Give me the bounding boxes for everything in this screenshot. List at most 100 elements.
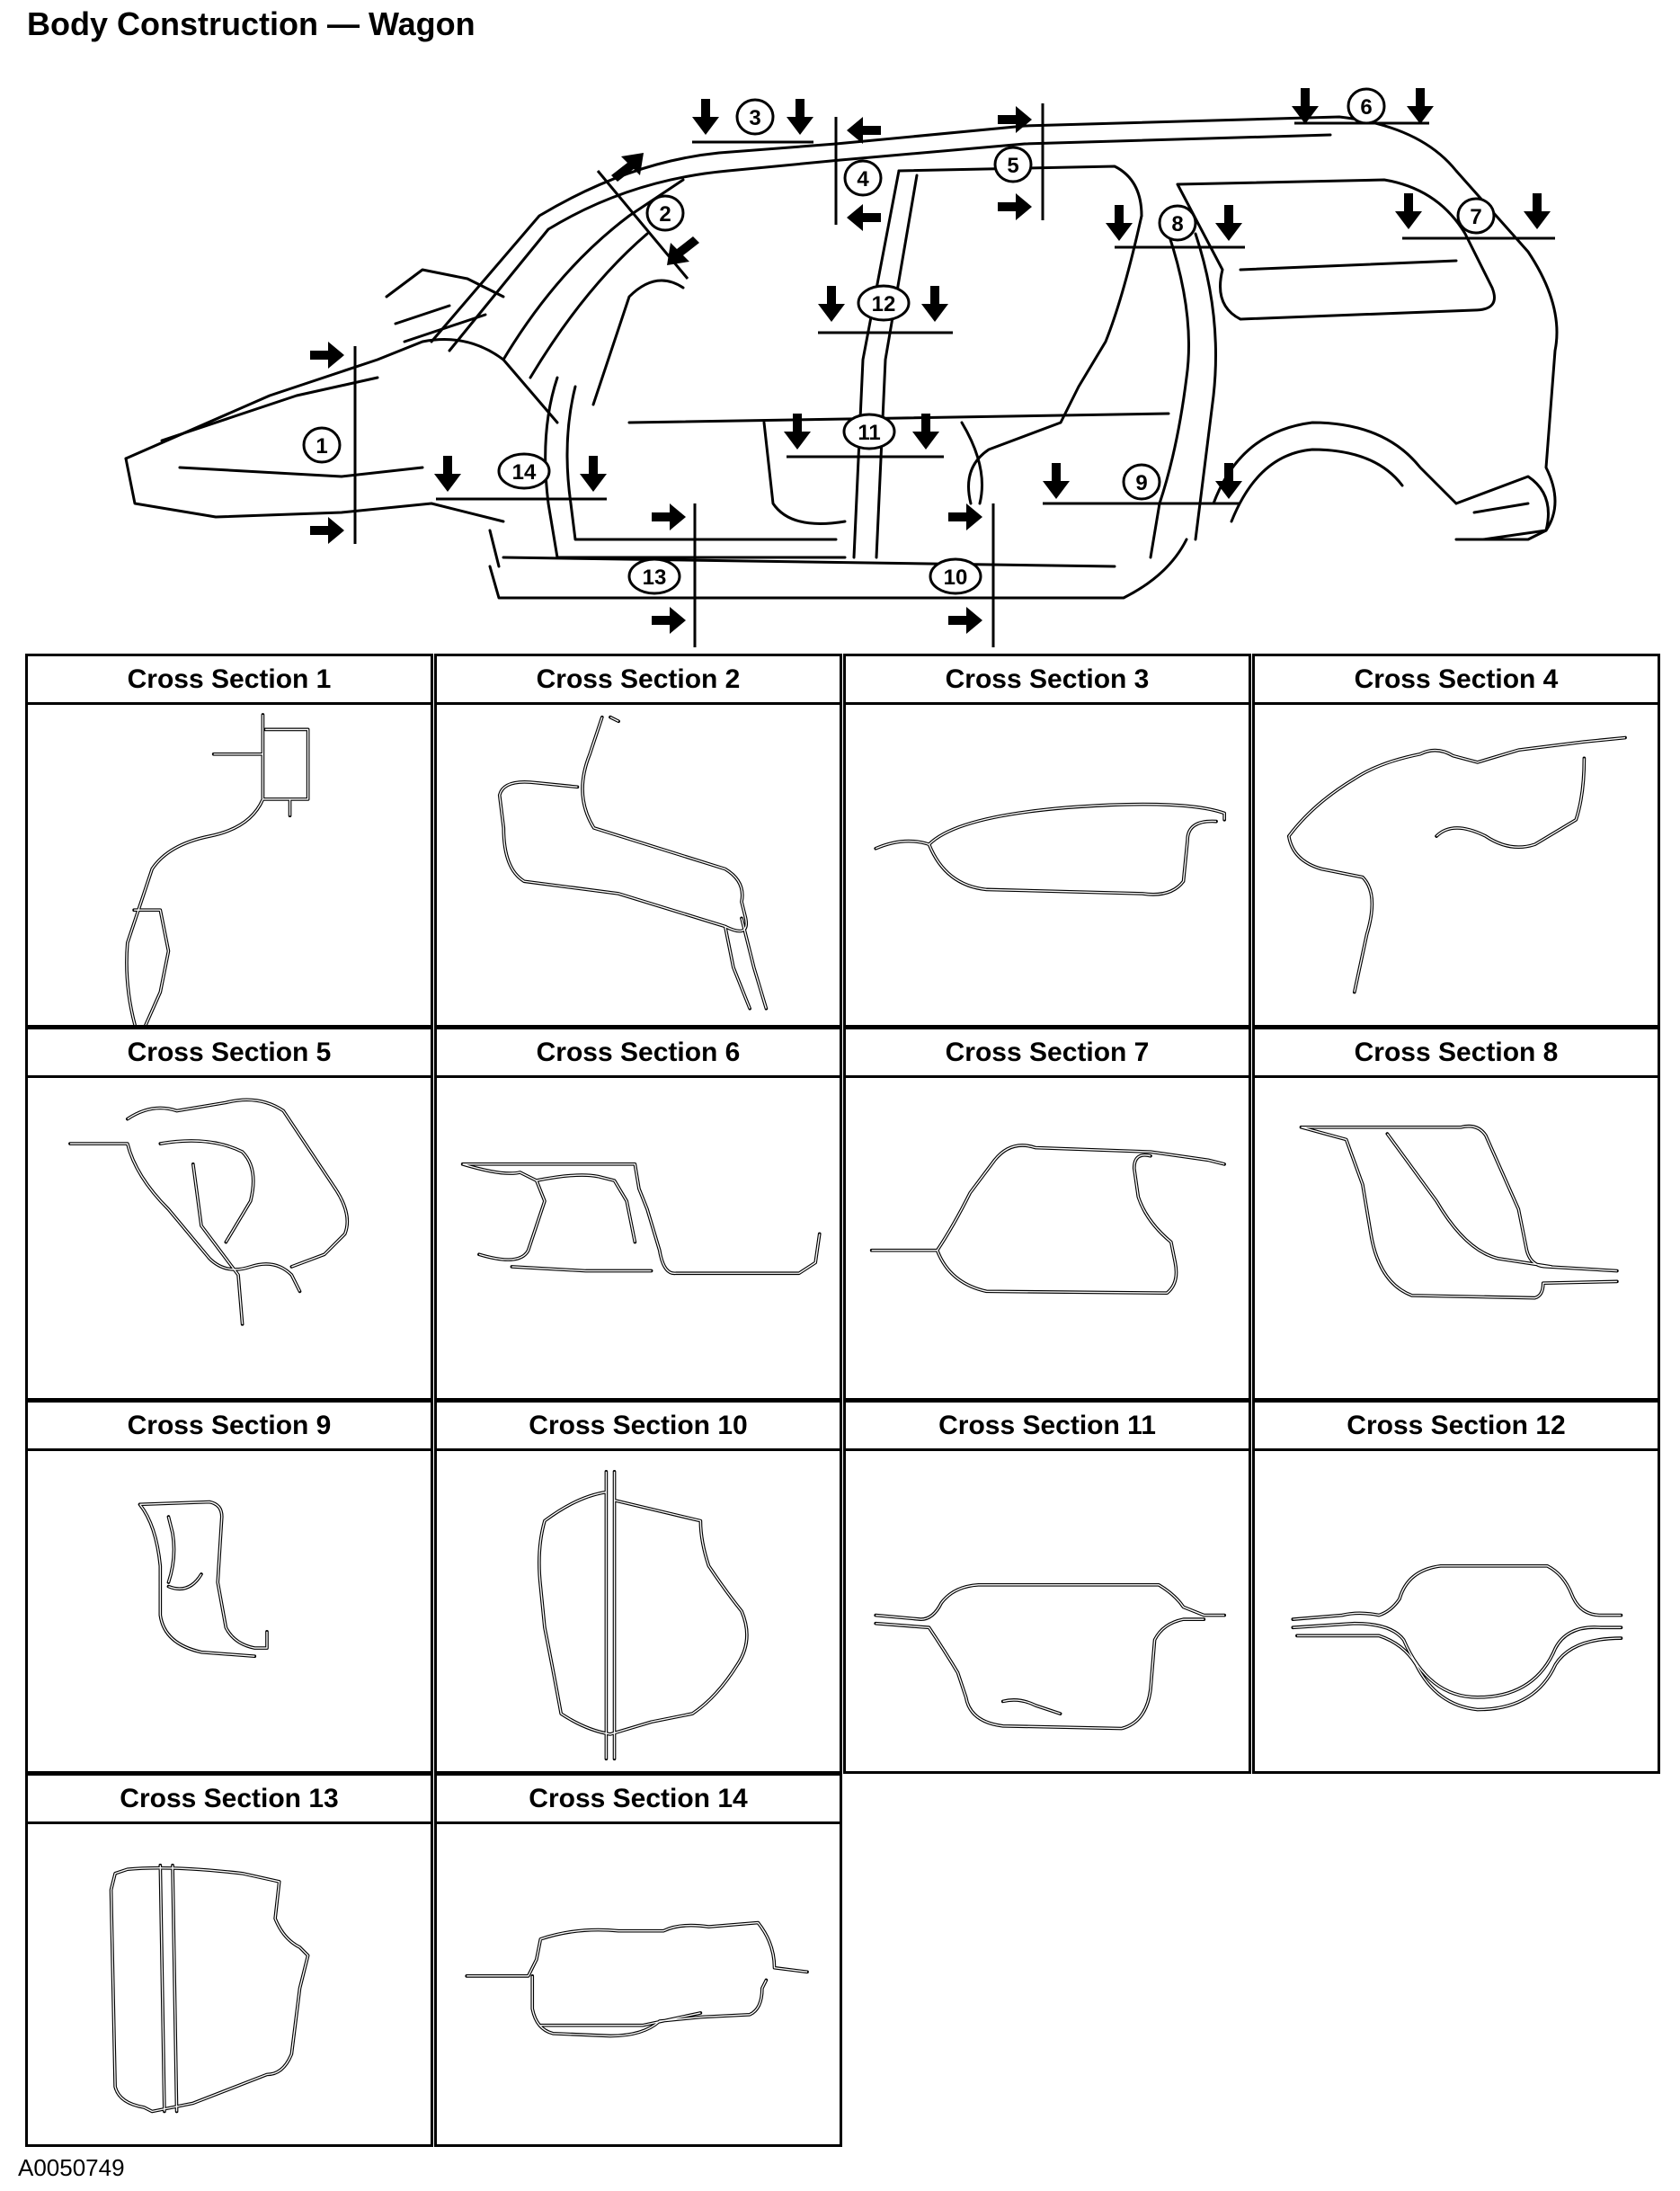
quarter-window: [1176, 178, 1496, 321]
cross-section-panel: Cross Section 12: [1252, 1400, 1660, 1774]
cross-section-drawing: [460, 1162, 822, 1276]
cross-section-panel: Cross Section 4: [1252, 654, 1660, 1028]
cross-section-panel: Cross Section 11: [843, 1400, 1251, 1774]
callout-number: 11: [858, 421, 880, 445]
cross-section-drawing: [497, 715, 769, 1011]
cross-section-label: Cross Section 6: [437, 1029, 840, 1078]
cross-section-label: Cross Section 14: [437, 1776, 840, 1824]
section-profile-inner: [138, 1501, 268, 1657]
callout-3: 3: [735, 98, 775, 136]
cross-section-drawing: [68, 1098, 350, 1326]
cross-section-label: Cross Section 9: [28, 1403, 431, 1451]
cross-section-panel: Cross Section 6: [434, 1027, 842, 1401]
side-sill: [488, 538, 1188, 600]
section-profile-inner: [1293, 1565, 1622, 1711]
callout-14: 14: [497, 452, 551, 490]
section-profile-inner: [110, 1865, 309, 2113]
section-profile: [138, 1500, 269, 1659]
section-profile-inner: [1301, 1125, 1617, 1299]
cross-section-drawing: [138, 1500, 269, 1659]
section-profile: [68, 1098, 350, 1326]
front-door-opening: [544, 376, 847, 559]
cross-section-label: Cross Section 3: [846, 656, 1249, 705]
callout-9: 9: [1122, 463, 1161, 501]
callout-2: 2: [645, 194, 685, 232]
callout-number: 10: [944, 566, 968, 590]
callout-11: 11: [842, 413, 896, 450]
cross-section-drawing: [1299, 1124, 1619, 1300]
callout-4: 4: [843, 159, 883, 197]
cross-section-panel: Cross Section 7: [843, 1027, 1251, 1401]
cross-section-label: Cross Section 2: [437, 656, 840, 705]
callout-10: 10: [929, 557, 982, 595]
section-profile: [109, 1863, 310, 2114]
cross-section-drawing: [1286, 735, 1627, 994]
section-profile: [1286, 735, 1627, 994]
a-pillar: [502, 178, 685, 361]
section-profile-inner: [467, 1921, 808, 2037]
section-profile: [874, 802, 1226, 896]
section-profile-inner: [462, 1163, 821, 1274]
cross-section-drawing: [869, 1144, 1226, 1295]
section-profile: [465, 1920, 809, 2038]
cross-section-drawing: [1291, 1563, 1623, 1712]
callout-number: 5: [1007, 154, 1018, 178]
callout-number: 13: [643, 566, 667, 590]
section-profile: [538, 1469, 749, 1761]
rear-door-opening: [967, 214, 1143, 505]
cross-section-panel: Cross Section 1: [25, 654, 433, 1028]
callout-6: 6: [1347, 87, 1386, 125]
callout-number: 6: [1360, 95, 1372, 120]
cross-section-drawing: [538, 1469, 749, 1761]
cross-section-label: Cross Section 13: [28, 1776, 431, 1824]
cross-section-panel: Cross Section 9: [25, 1400, 433, 1774]
section-profile-inner: [876, 1584, 1225, 1730]
callout-number: 12: [872, 292, 896, 316]
section-profile-inner: [538, 1471, 748, 1759]
section-profile: [874, 1582, 1226, 1731]
callout-number: 1: [316, 434, 327, 459]
section-profile: [125, 713, 310, 1025]
cross-section-panel: Cross Section 10: [434, 1400, 842, 1774]
cross-section-label: Cross Section 5: [28, 1029, 431, 1078]
cross-section-label: Cross Section 10: [437, 1403, 840, 1451]
section-profile-inner: [126, 714, 309, 1025]
cross-section-drawing: [465, 1920, 809, 2038]
section-profile-inner: [871, 1144, 1225, 1294]
callout-12: 12: [857, 284, 911, 322]
roof-outline: [430, 115, 1559, 541]
callout-number: 7: [1470, 205, 1481, 229]
section-profile: [869, 1144, 1226, 1295]
cross-section-label: Cross Section 7: [846, 1029, 1249, 1078]
section-profile-inner: [1288, 736, 1626, 993]
callout-number: 8: [1171, 212, 1183, 236]
cross-section-label: Cross Section 12: [1255, 1403, 1658, 1451]
rear-wheel-arch: [1212, 421, 1458, 505]
section-profile-inner: [875, 803, 1225, 895]
cross-section-drawing: [874, 802, 1226, 896]
callout-5: 5: [993, 146, 1033, 183]
front-end: [124, 338, 559, 460]
callout-number: 4: [857, 167, 869, 191]
section-profile: [1291, 1563, 1623, 1712]
callout-7: 7: [1456, 197, 1496, 235]
roof-inner-line: [448, 133, 1332, 352]
callout-1: 1: [302, 426, 342, 464]
cross-section-label: Cross Section 1: [28, 656, 431, 705]
cross-section-panel: Cross Section 5: [25, 1027, 433, 1401]
cross-section-panel: Cross Section 14: [434, 1773, 842, 2147]
cross-section-label: Cross Section 8: [1255, 1029, 1658, 1078]
section-profile: [1299, 1124, 1619, 1300]
section-profile: [460, 1162, 822, 1276]
rear-panel: [1454, 475, 1550, 541]
page-title: Body Construction — Wagon: [27, 5, 476, 42]
section-profile: [497, 715, 769, 1011]
callout-number: 2: [659, 202, 671, 227]
cross-section-drawing: [874, 1582, 1226, 1731]
callout-8: 8: [1158, 204, 1197, 242]
cross-section-drawing: [109, 1863, 310, 2114]
callout-number: 9: [1135, 471, 1147, 495]
